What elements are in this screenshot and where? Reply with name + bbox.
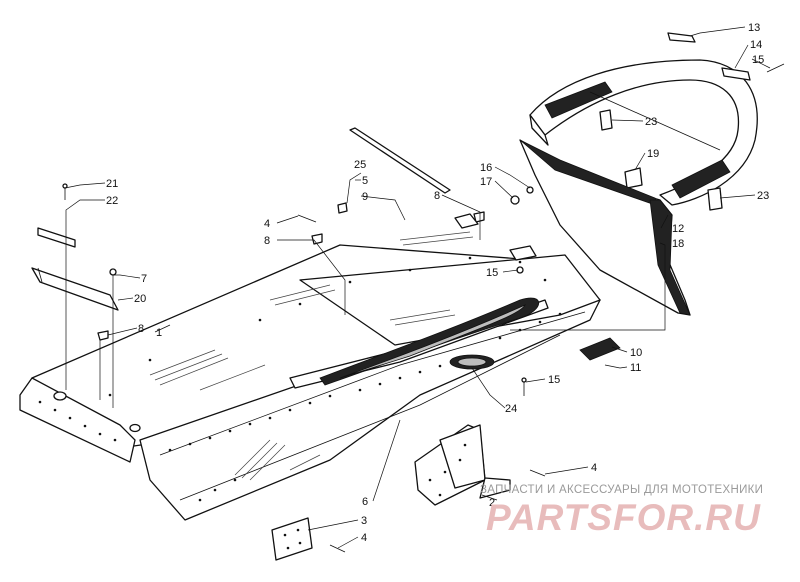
callout-4-right: 4 (591, 462, 597, 474)
callout-15-mid: 15 (486, 267, 498, 279)
callout-22: 22 (106, 195, 118, 207)
callout-14: 14 (750, 39, 762, 51)
callout-18: 18 (672, 238, 684, 250)
callout-8-left: 8 (138, 323, 144, 335)
callout-20: 20 (134, 293, 146, 305)
callout-15-low: 15 (548, 374, 560, 386)
cap-13 (667, 32, 696, 43)
callout-8-mid: 8 (264, 235, 270, 247)
callout-9: 9 (362, 191, 368, 203)
callout-labels: 21 22 7 20 8 1 25 5 9 4 8 8 15 16 17 13 … (106, 22, 769, 544)
callout-24: 24 (505, 403, 517, 415)
clip-23-right (707, 187, 723, 211)
vent-hatching (149, 231, 474, 481)
trim-strip (349, 127, 451, 194)
reflector-plate (271, 517, 313, 561)
callout-7: 7 (141, 273, 147, 285)
callout-21: 21 (106, 178, 118, 190)
callout-23-right: 23 (757, 190, 769, 202)
callout-23-left: 23 (645, 116, 657, 128)
callout-4-top: 4 (264, 218, 270, 230)
clip-23-left (599, 109, 613, 131)
callout-3: 3 (361, 515, 367, 527)
mount-bracket-20 (31, 267, 119, 311)
clip-19 (624, 167, 643, 189)
callout-6: 6 (362, 496, 368, 508)
callout-8-deck: 8 (434, 190, 440, 202)
callout-16: 16 (480, 162, 492, 174)
callout-12: 12 (672, 223, 684, 235)
callout-4-bottom: 4 (361, 532, 367, 544)
mount-bracket-22 (37, 227, 76, 248)
callout-19: 19 (647, 148, 659, 160)
callout-15-top: 15 (752, 54, 764, 66)
rivet-dots (38, 256, 562, 502)
callout-11: 11 (630, 362, 641, 374)
leader-lines (64, 26, 771, 549)
callout-5: 5 (362, 175, 368, 187)
callout-10: 10 (630, 347, 642, 359)
callout-17: 17 (480, 176, 492, 188)
tunnel-assembly (19, 231, 601, 521)
callout-25: 25 (354, 159, 366, 171)
snow-flap (519, 139, 691, 316)
tag-part (337, 202, 348, 214)
rear-bumper (529, 59, 758, 206)
callout-13: 13 (748, 22, 760, 34)
callout-2: 2 (489, 497, 495, 509)
watermark-logo: PARTSFOR.RU (486, 497, 761, 538)
callout-1: 1 (156, 327, 162, 339)
pad-10 (579, 337, 621, 361)
rear-bracket (414, 424, 511, 506)
watermark-text: ЗАПЧАСТИ И АКСЕССУАРЫ ДЛЯ МОТОТЕХНИКИ (480, 484, 764, 496)
cap-14 (721, 67, 751, 81)
